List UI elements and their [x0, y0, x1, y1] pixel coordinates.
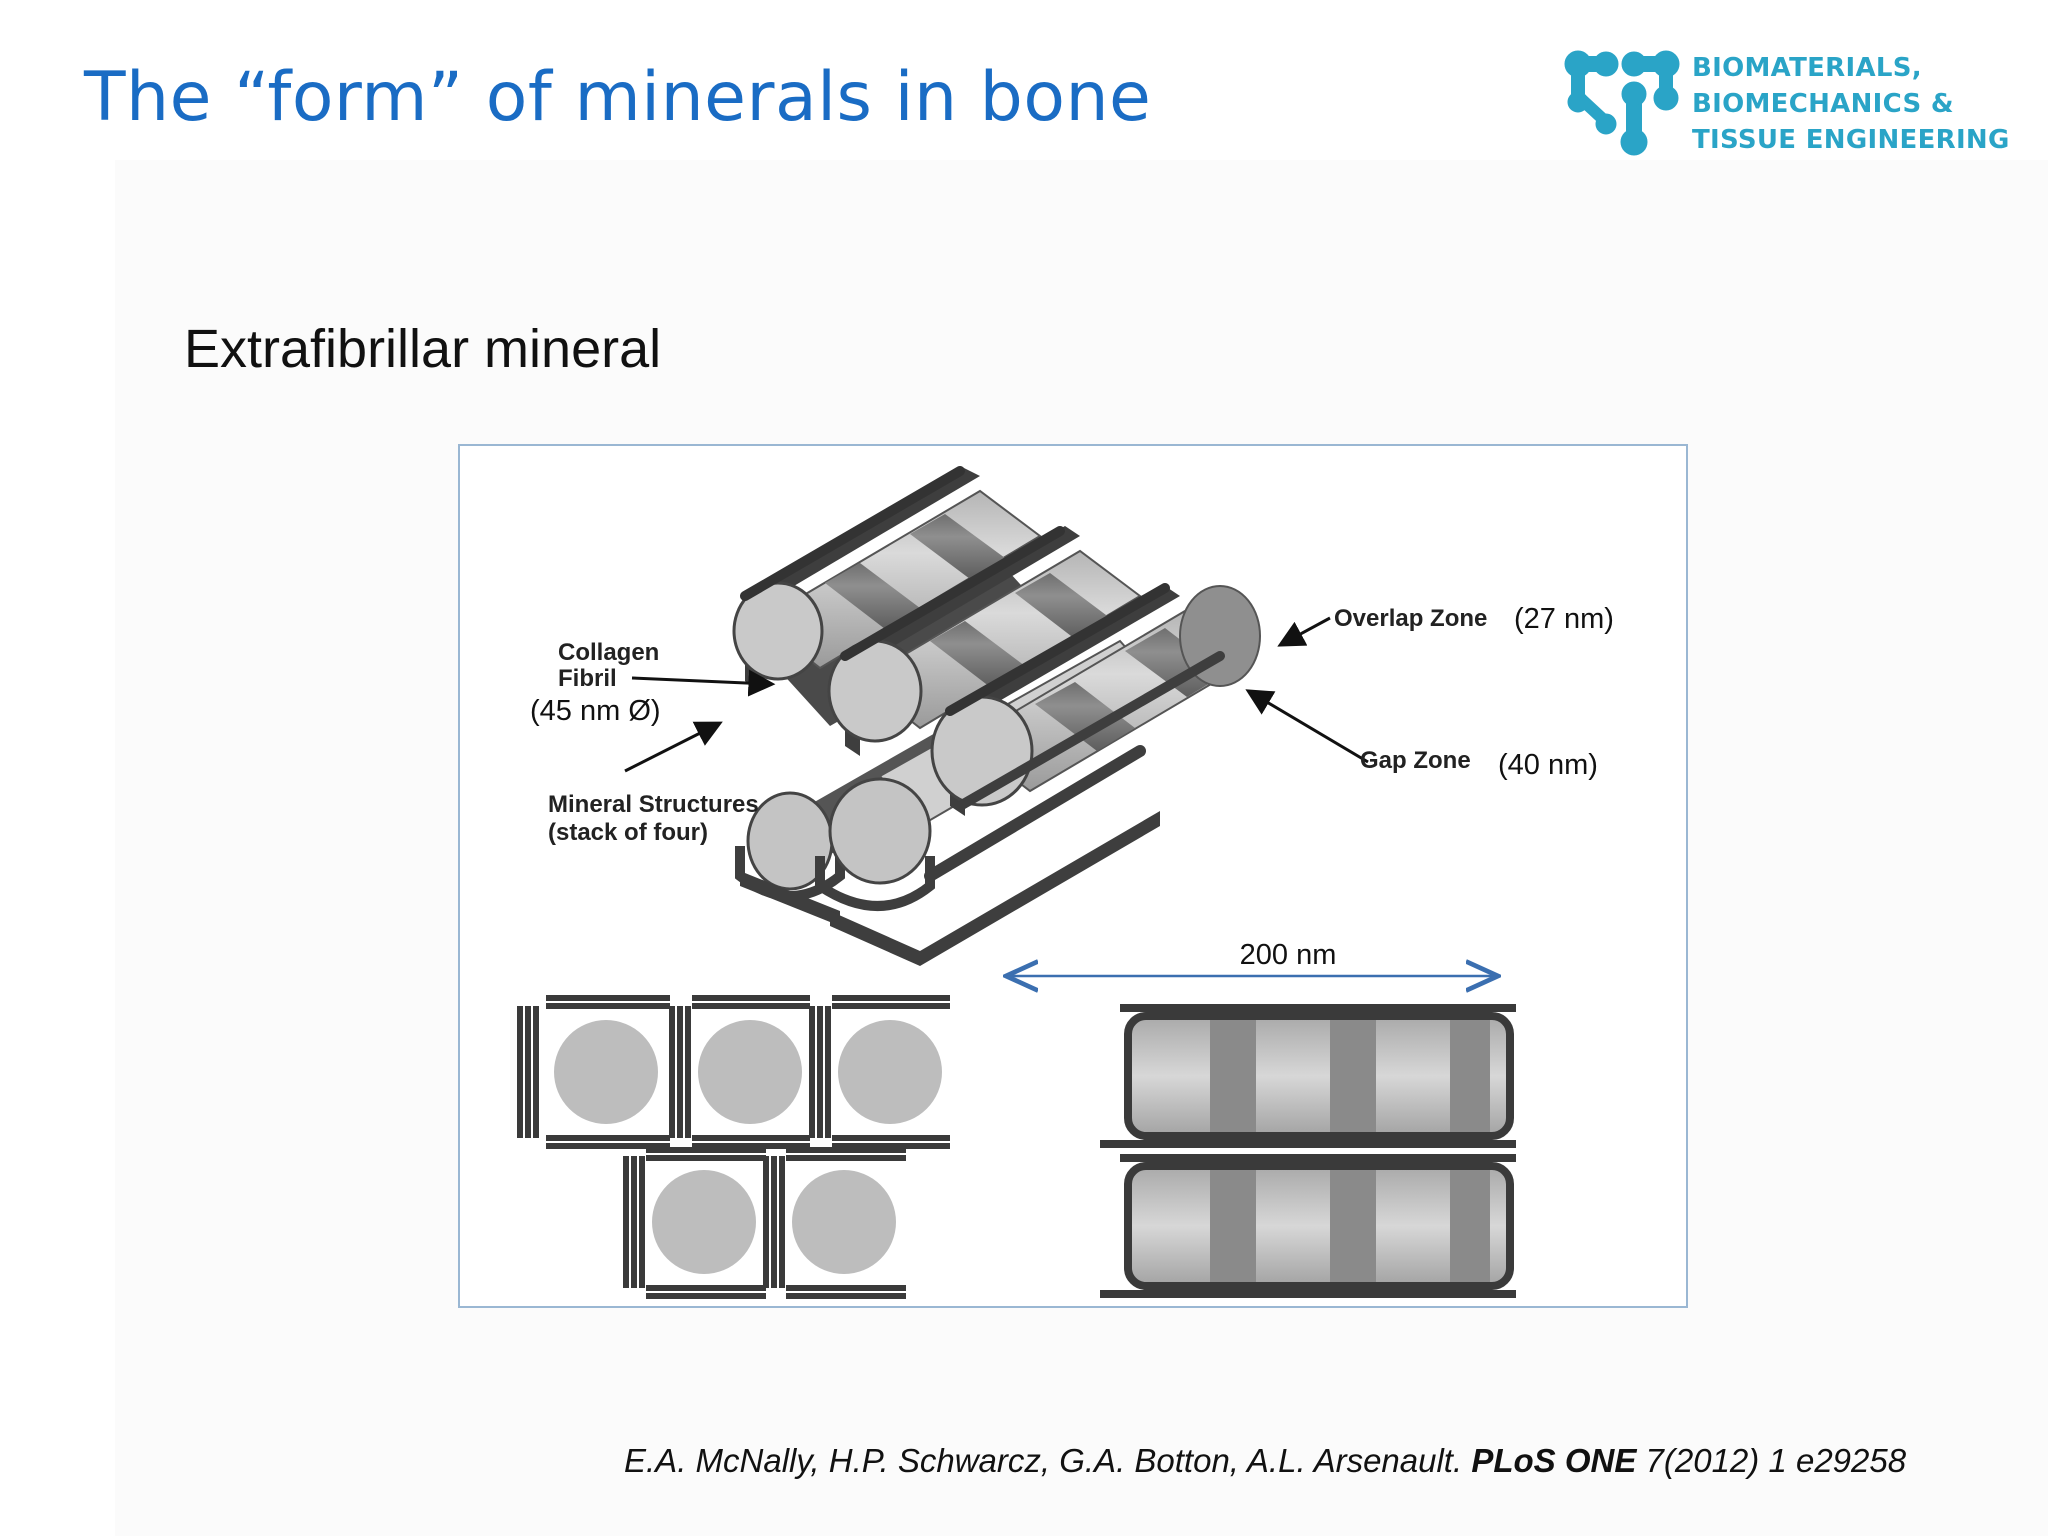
- slide-title: The “form” of minerals in bone: [84, 58, 1152, 137]
- figure-frame: Collagen Fibril (45 nm Ø) Mineral Struct…: [458, 444, 1688, 1308]
- logo-line-1: BIOMATERIALS,: [1692, 53, 1922, 83]
- citation: E.A. McNally, H.P. Schwarcz, G.A. Botton…: [624, 1442, 1906, 1480]
- upper-fibril-back: [732, 466, 1042, 691]
- side-view: 200 nm: [1006, 939, 1516, 1298]
- cross-section-view: [517, 995, 950, 1299]
- citation-details: 7(2012) 1 e29258: [1636, 1442, 1907, 1479]
- logo-line-2: BIOMECHANICS &: [1692, 89, 1954, 119]
- gap-zone-label: Gap Zone: [1360, 747, 1471, 774]
- isometric-fibril-stack: [732, 466, 1261, 966]
- cross-section-cell: [809, 995, 950, 1149]
- annotation-arrows: [624, 616, 1369, 773]
- collagen-diameter-label: (45 nm Ø): [530, 695, 661, 727]
- scale-bar: 200 nm: [1006, 939, 1498, 976]
- collagen-label-line1: Collagen: [558, 639, 659, 666]
- slide-subtitle: Extrafibrillar mineral: [184, 319, 662, 379]
- overlap-zone-dim: (27 nm): [1514, 603, 1614, 635]
- scale-bar-label: 200 nm: [1240, 939, 1337, 971]
- mineral-label-line1: Mineral Structures: [548, 791, 759, 818]
- logo-line-3: TISSUE ENGINEERING: [1692, 125, 2010, 155]
- logo-text: BIOMATERIALS, BIOMECHANICS & TISSUE ENGI…: [1692, 50, 2010, 158]
- collagen-label-line2: Fibril: [558, 665, 617, 692]
- gap-zone-dim: (40 nm): [1498, 749, 1598, 781]
- molecule-logo-icon: [1564, 50, 1680, 156]
- upper-fibril-middle: [827, 526, 1142, 756]
- upper-fibril-front: [930, 583, 1261, 816]
- side-view-fibril-lower: [1100, 1154, 1516, 1298]
- cross-section-cell: [623, 1147, 766, 1299]
- citation-authors: E.A. McNally, H.P. Schwarcz, G.A. Botton…: [624, 1442, 1472, 1479]
- overlap-zone-label: Overlap Zone: [1334, 605, 1487, 632]
- cross-section-cell: [669, 995, 810, 1149]
- side-view-fibril-upper: [1100, 1004, 1516, 1148]
- mineral-structure-diagram: Collagen Fibril (45 nm Ø) Mineral Struct…: [517, 466, 1614, 1299]
- cross-section-cell: [517, 995, 672, 1149]
- cross-section-cell: [763, 1147, 906, 1299]
- mineral-label-line2: (stack of four): [548, 819, 708, 846]
- citation-journal: PLoS ONE: [1471, 1442, 1637, 1479]
